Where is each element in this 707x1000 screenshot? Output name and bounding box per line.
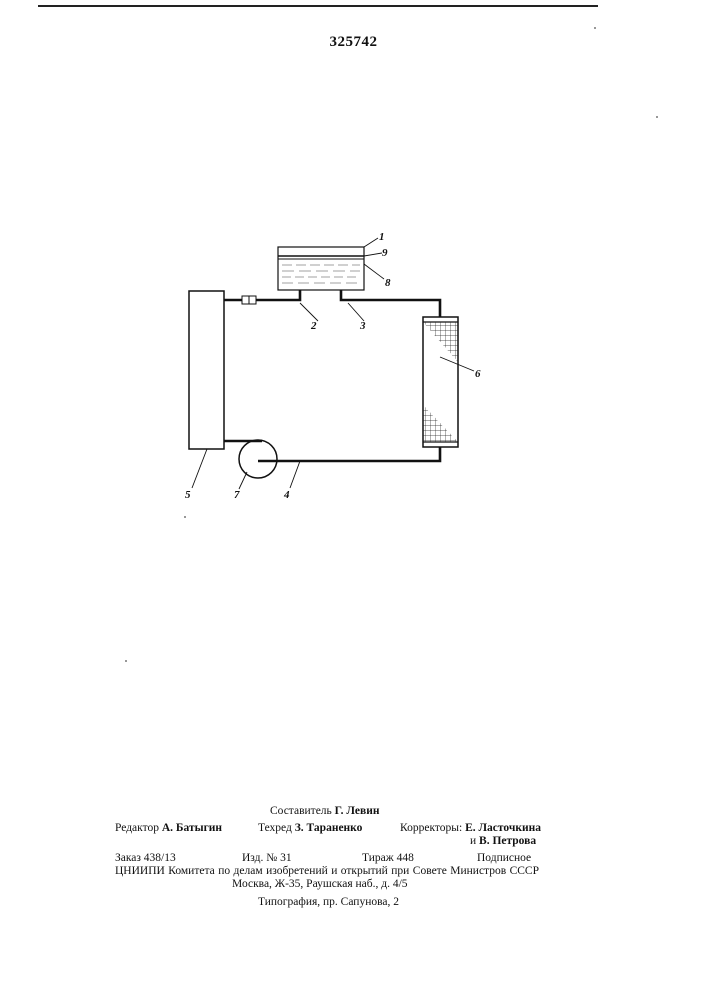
imprint-editor: Редактор А. Батыгин bbox=[115, 821, 222, 835]
scan-speck bbox=[594, 27, 596, 29]
label-9: 9 bbox=[382, 247, 388, 259]
techred-name: З. Тараненко bbox=[295, 822, 363, 834]
corrector-1: Е. Ласточкина bbox=[465, 822, 541, 834]
pipelines bbox=[224, 290, 440, 461]
imprint-compiler: Составитель Г. Левин bbox=[270, 804, 379, 818]
scan-speck bbox=[656, 116, 658, 118]
editor-name: А. Батыгин bbox=[162, 822, 222, 834]
label-6: 6 bbox=[475, 368, 481, 380]
scan-speck bbox=[184, 516, 186, 518]
organization-line: ЦНИИПИ Комитета по делам изобретений и о… bbox=[115, 864, 539, 878]
label-3: 3 bbox=[359, 320, 366, 332]
subscription: Подписное bbox=[477, 851, 531, 865]
imprint-corrector-2: и В. Петрова bbox=[470, 834, 536, 848]
edition-number: Изд. № 31 bbox=[242, 851, 292, 865]
label-4: 4 bbox=[283, 489, 290, 501]
imprint-correctors: Корректоры: Е. Ласточкина bbox=[400, 821, 541, 835]
compiler-role: Составитель bbox=[270, 805, 332, 817]
label-5: 5 bbox=[185, 489, 191, 501]
label-7: 7 bbox=[234, 489, 240, 501]
correctors-role: Корректоры: bbox=[400, 822, 462, 834]
scan-speck bbox=[125, 660, 127, 662]
compiler-name: Г. Левин bbox=[335, 805, 380, 817]
pump bbox=[239, 440, 277, 478]
left-unit bbox=[189, 291, 224, 449]
corrector-2-prefix: и bbox=[470, 835, 476, 847]
techred-role: Техред bbox=[258, 822, 292, 834]
label-8: 8 bbox=[385, 277, 391, 289]
editor-role: Редактор bbox=[115, 822, 159, 834]
filter-column bbox=[423, 317, 458, 447]
corrector-2: В. Петрова bbox=[479, 835, 536, 847]
label-2: 2 bbox=[310, 320, 317, 332]
label-1: 1 bbox=[379, 231, 385, 243]
order-number: Заказ 438/13 bbox=[115, 851, 176, 865]
imprint-techred: Техред З. Тараненко bbox=[258, 821, 362, 835]
tank bbox=[278, 247, 364, 290]
printing-house: Типография, пр. Сапунова, 2 bbox=[258, 895, 399, 909]
circulation: Тираж 448 bbox=[362, 851, 414, 865]
address-line: Москва, Ж-35, Раушская наб., д. 4/5 bbox=[232, 877, 408, 891]
